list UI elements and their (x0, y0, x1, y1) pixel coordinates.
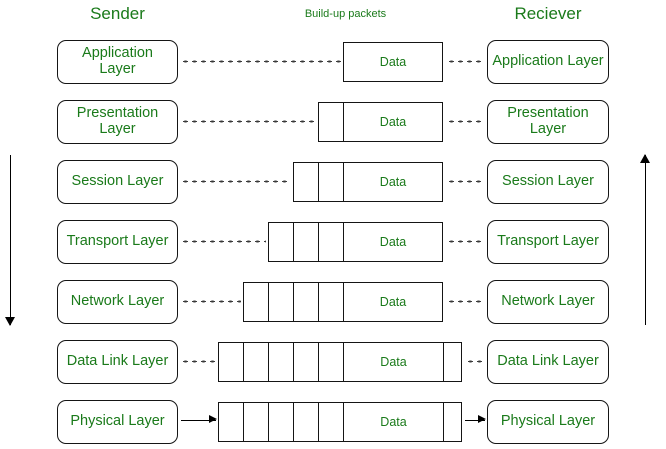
arrow-shaft (465, 420, 485, 422)
layer-row: Session Layer Session Layer Data (0, 160, 666, 206)
packet-to-receiver-dotted-line (447, 120, 485, 123)
sender-layer-box[interactable]: Data Link Layer (57, 340, 178, 384)
packet-data-cell: Data (343, 42, 443, 82)
packet-to-receiver-dotted-line (447, 240, 485, 243)
packet-header-cell (268, 282, 293, 322)
arrow-head (478, 415, 486, 424)
column-heading-buildup-packets: Build-up packets (304, 8, 387, 20)
packet-header-cell (318, 222, 343, 262)
packet-data-cell: Data (343, 282, 443, 322)
packet: Data (268, 222, 443, 262)
layer-row: Transport Layer Transport Layer Data (0, 220, 666, 266)
packet-header-cell (268, 222, 293, 262)
receiver-layer-box[interactable]: Physical Layer (487, 400, 609, 444)
packet-header-cell (268, 342, 293, 382)
packet-header-cell (318, 162, 343, 202)
receiver-layer-box[interactable]: Session Layer (487, 160, 609, 204)
arrow-shaft (181, 420, 216, 422)
packet-header-cell (293, 282, 318, 322)
packet-to-receiver-dotted-line (466, 360, 485, 363)
receiver-layer-box[interactable]: Data Link Layer (487, 340, 609, 384)
packet-data-cell: Data (343, 402, 443, 442)
packet-trailer-cell (443, 342, 462, 382)
arrow-shaft (645, 155, 647, 325)
packet-data-cell: Data (343, 222, 443, 262)
sender-to-packet-dotted-line (181, 60, 341, 63)
column-heading-sender: Sender (90, 4, 145, 23)
receiver-layer-box[interactable]: Presentation Layer (487, 100, 609, 144)
packet-to-receiver-arrow (465, 415, 486, 424)
packet-header-cell (243, 282, 268, 322)
packet-header-cell (293, 342, 318, 382)
packet: Data (243, 282, 443, 322)
arrow-head (5, 317, 15, 326)
column-heading-receiver: Reciever (514, 4, 582, 23)
packet-header-cell (293, 222, 318, 262)
packet-header-cell (218, 342, 243, 382)
packet-header-cell (243, 342, 268, 382)
sender-layer-box[interactable]: Physical Layer (57, 400, 178, 444)
packet-header-cell (318, 402, 343, 442)
packet-header-cell (318, 282, 343, 322)
packet: Data (343, 42, 443, 82)
sender-to-packet-arrow (181, 415, 217, 424)
receiver-layer-box[interactable]: Transport Layer (487, 220, 609, 264)
packet-to-receiver-dotted-line (447, 180, 485, 183)
packet-header-cell (218, 402, 243, 442)
packet-header-cell (293, 402, 318, 442)
packet-header-cell (318, 102, 343, 142)
layer-row: Network Layer Network Layer Data (0, 280, 666, 326)
sender-layer-box[interactable]: Network Layer (57, 280, 178, 324)
packet: Data (318, 102, 443, 142)
packet-data-cell: Data (343, 342, 443, 382)
packet-to-receiver-dotted-line (447, 300, 485, 303)
packet: Data (218, 402, 462, 442)
layer-row: Application Layer Application Layer Data (0, 40, 666, 86)
sender-layer-box[interactable]: Presentation Layer (57, 100, 178, 144)
layer-row: Physical Layer Physical Layer Data (0, 400, 666, 446)
sender-to-packet-dotted-line (181, 300, 241, 303)
sender-layer-box[interactable]: Application Layer (57, 40, 178, 84)
packet-trailer-cell (443, 402, 462, 442)
sender-to-packet-dotted-line (181, 240, 266, 243)
packet: Data (293, 162, 443, 202)
layer-row: Data Link Layer Data Link Layer Data (0, 340, 666, 386)
sender-to-packet-dotted-line (181, 360, 216, 363)
sender-to-packet-dotted-line (181, 180, 291, 183)
sender-to-packet-dotted-line (181, 120, 316, 123)
sender-layer-box[interactable]: Session Layer (57, 160, 178, 204)
sender-layer-box[interactable]: Transport Layer (57, 220, 178, 264)
receiver-flow-arrow-up (640, 154, 652, 325)
layer-row: Presentation Layer Presentation Layer Data (0, 100, 666, 146)
receiver-layer-box[interactable]: Application Layer (487, 40, 609, 84)
arrow-head (640, 154, 650, 163)
packet-data-cell: Data (343, 102, 443, 142)
sender-flow-arrow-down (5, 155, 17, 326)
packet-header-cell (293, 162, 318, 202)
arrow-shaft (10, 155, 12, 325)
arrow-head (209, 415, 217, 424)
packet-header-cell (268, 402, 293, 442)
packet-to-receiver-dotted-line (447, 60, 485, 63)
receiver-layer-box[interactable]: Network Layer (487, 280, 609, 324)
packet-data-cell: Data (343, 162, 443, 202)
packet: Data (218, 342, 462, 382)
packet-header-cell (243, 402, 268, 442)
packet-header-cell (318, 342, 343, 382)
